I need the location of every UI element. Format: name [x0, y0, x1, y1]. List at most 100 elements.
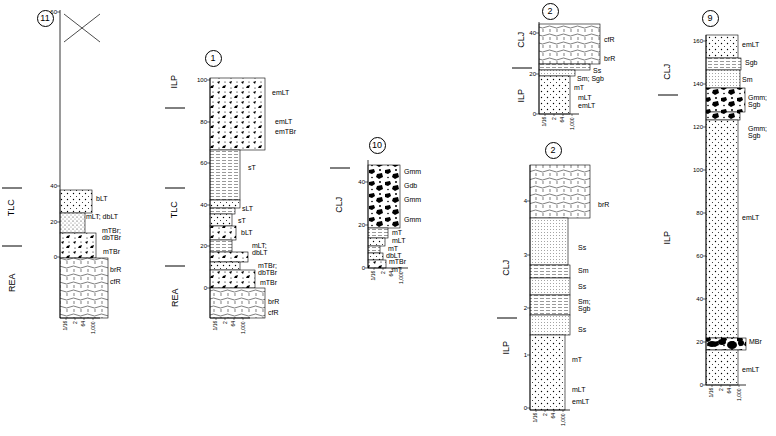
- scale-number: 20: [696, 339, 703, 345]
- unit-boundary: [330, 168, 350, 169]
- unit-label: CLJ: [517, 32, 526, 48]
- facies-label: Sm; Sgb: [577, 75, 604, 82]
- lithology-bed: [706, 350, 738, 385]
- facies-label: mT: [574, 84, 584, 91]
- grain-size-label: 64: [389, 271, 394, 277]
- axis-tick: [225, 318, 226, 320]
- facies-label: Ss: [578, 283, 586, 290]
- facies-label: emLT: [742, 41, 759, 48]
- lithology-bed: [210, 270, 255, 288]
- section-number: 11: [40, 14, 49, 23]
- scale-number: 20: [358, 222, 365, 228]
- axis-tick: [536, 33, 539, 34]
- height-axis: [530, 165, 531, 410]
- axis-tick: [527, 355, 530, 356]
- scale-number: 60: [200, 160, 207, 166]
- axis-tick: [234, 318, 235, 320]
- axis-tick: [712, 385, 713, 387]
- facies-label: emLT: [572, 398, 589, 405]
- lithology-bed: [60, 213, 85, 233]
- grain-size-label: 2: [718, 388, 723, 391]
- grain-size-label: 1,000: [398, 271, 403, 284]
- grain-size-label: 1/16: [709, 388, 714, 398]
- height-axis: [539, 22, 540, 114]
- axis-tick: [207, 163, 210, 164]
- axis-tick: [563, 410, 564, 412]
- height-axis: [60, 10, 61, 318]
- axis-tick: [207, 122, 210, 123]
- facies-label: mTBr: [389, 258, 406, 265]
- log-column: [207, 78, 265, 320]
- facies-label: mT: [572, 356, 582, 363]
- axis-tick: [527, 308, 530, 309]
- unit-label: TLC: [170, 201, 179, 218]
- unit-boundary: [165, 266, 185, 267]
- facies-label: MBr: [749, 338, 762, 345]
- grain-size-label: 2: [222, 321, 227, 324]
- axis-tick: [545, 410, 546, 412]
- facies-label: mT: [388, 245, 398, 252]
- axis-tick: [57, 257, 60, 258]
- facies-label: mLT: [578, 94, 591, 101]
- axis-tick: [365, 268, 368, 269]
- lithology-bed: [706, 88, 745, 112]
- lithology-bed: [539, 64, 590, 70]
- unit-boundary: [2, 246, 22, 247]
- lithology-bed: [210, 78, 265, 150]
- section-number: 9: [707, 14, 712, 23]
- lithology-bed: [368, 238, 385, 246]
- axis-tick: [554, 410, 555, 412]
- lithology-bed: [368, 246, 380, 253]
- lithology-bed: [368, 165, 400, 228]
- axis-tick: [207, 205, 210, 206]
- axis-tick: [57, 12, 60, 13]
- axis-tick: [703, 385, 706, 386]
- unit-label: ILP: [502, 341, 511, 355]
- section-number: 10: [372, 141, 382, 150]
- scale-number: 0: [204, 285, 207, 291]
- scale-number: 3: [524, 252, 527, 258]
- axis-tick: [365, 182, 368, 183]
- axis-tick: [739, 385, 740, 387]
- facies-label: mTBr: [103, 248, 120, 255]
- facies-label: mTBr; dbTBr: [258, 262, 288, 277]
- axis-tick: [93, 318, 94, 320]
- facies-label: Gmm; Sgb: [748, 94, 774, 109]
- lithology-bed: [706, 120, 738, 338]
- grain-size-label: 1,000: [736, 388, 741, 401]
- facies-label: brR: [110, 266, 121, 273]
- facies-label: emLT: [272, 89, 289, 96]
- axis-tick: [374, 268, 375, 270]
- lithology-bed: [530, 218, 568, 265]
- axis-tick: [84, 318, 85, 320]
- grain-size-label: 2: [380, 271, 385, 274]
- axis-tick: [207, 246, 210, 247]
- axis-tick: [730, 385, 731, 387]
- section-number-circle: 2: [542, 3, 559, 20]
- lithology-bed: [530, 335, 565, 410]
- facies-label: brR: [598, 201, 609, 208]
- lithology-bed: [706, 70, 740, 88]
- axis-tick: [536, 410, 537, 412]
- lithology-bed: [530, 165, 590, 218]
- lithology-bed: [210, 226, 236, 240]
- axis-tick: [703, 342, 706, 343]
- scale-number: 0: [524, 405, 527, 411]
- axis-tick: [383, 268, 384, 270]
- scale-number: 20: [200, 243, 207, 249]
- section-number: 1: [210, 54, 215, 63]
- scale-number: 160: [693, 38, 703, 44]
- facies-label: emLT: [578, 102, 595, 109]
- log-column: [57, 10, 108, 320]
- scale-number: 40: [50, 183, 57, 189]
- grain-size-label: 1,000: [560, 413, 565, 426]
- lithology-bed: [210, 252, 248, 262]
- facies-label: cfR: [110, 278, 121, 285]
- scale-number: 100: [693, 167, 703, 173]
- grain-size-label: 64: [727, 388, 732, 394]
- section-number-circle: 2: [545, 142, 562, 159]
- unit-label: ILP: [517, 89, 526, 103]
- scale-number: 80: [696, 210, 703, 216]
- axis-tick: [216, 318, 217, 320]
